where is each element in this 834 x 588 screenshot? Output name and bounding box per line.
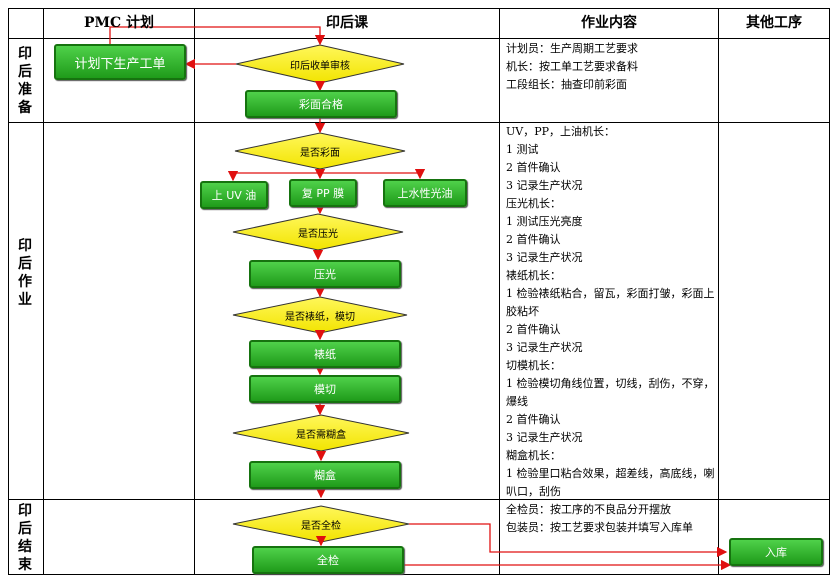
work-content-end: 全检员：按工序的不良品分开摆放 包装员：按工艺要求包装并填写入库单	[506, 501, 718, 537]
node-plan: 计划下生产工单	[54, 44, 186, 80]
work-line: 1 测试压光亮度	[506, 215, 583, 228]
stage-work-char: 印	[18, 238, 32, 254]
work-line: 切模机长：	[506, 359, 561, 372]
stage-end-char: 束	[18, 556, 32, 573]
node-storage: 入库	[729, 538, 823, 566]
work-line: 3 记录生产状况	[506, 341, 583, 354]
work-line: 1 检验裱纸粘合，留瓦，彩面打皱，彩面上胶粘坏	[506, 287, 715, 318]
work-line: 2 首件确认	[506, 323, 561, 336]
stage-prep-char: 准	[18, 81, 32, 98]
stage-prep-char: 后	[18, 63, 32, 80]
node-press: 压光	[249, 260, 401, 288]
work-line: 1 测试	[506, 143, 539, 156]
node-die-cut: 模切	[249, 375, 401, 403]
work-line: 3 记录生产状况	[506, 179, 583, 192]
work-line: 全检员：按工序的不良品分开摆放	[506, 503, 671, 516]
stage-work: 印 后 作 业	[8, 123, 42, 423]
stage-prep-char: 备	[18, 99, 32, 116]
work-line: 2 首件确认	[506, 233, 561, 246]
work-content-work: UV，PP，上油机长： 1 测试 2 首件确认 3 记录生产状况 压光机长： 1…	[506, 123, 718, 501]
stage-work-char: 后	[18, 256, 32, 272]
work-line: 糊盒机长：	[506, 449, 561, 462]
node-glue: 糊盒	[249, 461, 401, 489]
node-inspect: 全检	[252, 546, 404, 574]
work-line: 机长：按工单工艺要求备料	[506, 60, 638, 73]
work-line: 包装员：按工艺要求包装并填写入库单	[506, 521, 693, 534]
stage-prep-char: 印	[18, 45, 32, 62]
work-line: 3 记录生产状况	[506, 431, 583, 444]
stage-end-char: 印	[18, 502, 32, 519]
work-line: 裱纸机长：	[506, 269, 561, 282]
stage-work-char: 业	[18, 292, 32, 308]
header-work-content: 作业内容	[581, 15, 637, 31]
node-pp: 复 PP 膜	[289, 179, 357, 207]
header-post-press: 印后课	[326, 15, 368, 31]
node-water-oil: 上水性光油	[383, 179, 467, 207]
label-is-glue: 是否需糊盒	[296, 429, 346, 441]
node-color-ok: 彩面合格	[245, 90, 397, 118]
header-pmc: PMC 计划	[83, 15, 155, 31]
label-is-mount: 是否裱纸，模切	[285, 311, 355, 323]
table-grid	[8, 8, 830, 575]
connectors	[109, 26, 732, 571]
work-line: 1 检验模切角线位置，切线，刮伤，不穿，爆线	[506, 377, 715, 408]
node-mount: 裱纸	[249, 340, 401, 368]
stage-prep: 印 后 准 备	[8, 39, 42, 122]
work-line: 2 首件确认	[506, 413, 561, 426]
label-is-inspect: 是否全检	[301, 520, 341, 532]
stage-end-char: 结	[18, 538, 32, 555]
node-uv: 上 UV 油	[200, 181, 268, 209]
work-content-prep: 计划员：生产周期工艺要求 机长：按工单工艺要求备料 工段组长：抽查印前彩面	[506, 40, 718, 94]
stage-end-char: 后	[18, 520, 32, 537]
stage-work-char: 作	[18, 274, 32, 290]
work-line: UV，PP，上油机长：	[506, 125, 616, 138]
label-is-color: 是否彩面	[300, 147, 340, 159]
stage-end: 印 后 结 束	[8, 500, 42, 575]
label-receive-review: 印后收单审核	[290, 60, 350, 72]
work-line: 压光机长：	[506, 197, 561, 210]
header-other-process: 其他工序	[746, 15, 802, 31]
work-line: 2 首件确认	[506, 161, 561, 174]
work-line: 工段组长：抽查印前彩面	[506, 78, 627, 91]
work-line: 计划员：生产周期工艺要求	[506, 42, 638, 55]
work-line: 1 检验里口粘合效果，超差线，高底线，喇叭口，刮伤	[506, 467, 715, 498]
work-line: 3 记录生产状况	[506, 251, 583, 264]
label-is-press: 是否压光	[298, 228, 338, 240]
